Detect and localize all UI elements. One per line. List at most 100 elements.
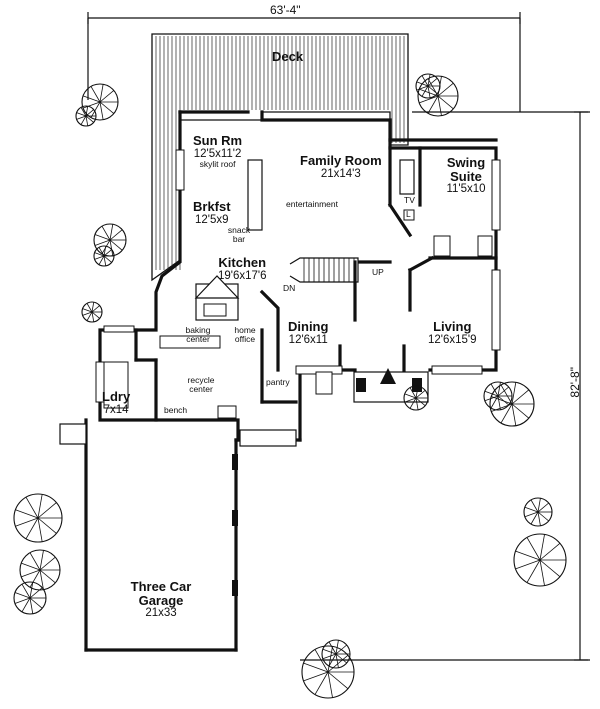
tree-branch [90, 86, 101, 103]
tree-branch [82, 95, 101, 103]
tree [301, 645, 355, 699]
tree-branch [491, 396, 513, 405]
tree-branch [530, 511, 539, 525]
tree-branch [328, 653, 337, 667]
garage-entry [59, 423, 297, 596]
front-porch [315, 368, 429, 403]
room-size: 7x14 [103, 403, 129, 416]
tree-branch [419, 95, 439, 104]
tree [13, 493, 63, 543]
tree-branch [15, 509, 39, 519]
tree-branch [328, 641, 337, 655]
tree-branch [490, 383, 499, 397]
stair-dn-note: DN [283, 283, 296, 293]
tree-branch [101, 225, 111, 241]
room-name: Sun Rm [193, 133, 243, 148]
tree-branch [327, 646, 333, 673]
tree-branch [103, 255, 112, 263]
tree-branch [537, 502, 549, 513]
room-size: 21x33 [145, 607, 177, 620]
tree-branch [437, 82, 454, 97]
interior-walls [134, 146, 498, 422]
tree-branch [537, 511, 549, 522]
tree-branch [530, 499, 539, 513]
tree-branch [15, 517, 39, 527]
room-size: 12'6x15'9 [428, 333, 477, 346]
tree-branch [303, 662, 329, 673]
tree-branch [537, 511, 541, 526]
windows [95, 149, 501, 403]
stair-up-note: UP [372, 267, 384, 277]
tree-branch [415, 389, 426, 399]
tree-branch [419, 88, 439, 97]
tree-branch [490, 395, 499, 409]
room-ldry: Ldry 7x14 [102, 390, 130, 416]
entertainment-note: entertainment [286, 199, 338, 209]
recycle-center-note: recycle center [187, 375, 215, 394]
tree-branch [21, 597, 31, 613]
tree-branch [37, 517, 57, 534]
tree-branch [437, 95, 454, 110]
tree-branch [322, 648, 337, 655]
tree-branch [90, 101, 101, 118]
tree-branch [82, 101, 101, 109]
room-swing-suite: Swing Suite 11'5x10 [444, 156, 488, 196]
tree-branch [86, 303, 93, 313]
tree-branch [322, 653, 337, 660]
tree-branch [103, 255, 107, 266]
room-brkfst: Brkfst 12'5x9 [193, 200, 231, 226]
home-office-note: home office [234, 325, 256, 344]
tree-branch [539, 542, 561, 561]
tree-branch [85, 109, 94, 117]
tree-branch [484, 390, 499, 397]
tree-branch [29, 597, 43, 609]
depth-dimension: 82'-8" [567, 367, 582, 398]
tree-branch [539, 559, 545, 586]
room-name: Three Car Garage [130, 579, 192, 608]
tree [483, 381, 513, 411]
tree-branch [409, 387, 417, 399]
tree-branch [99, 84, 104, 103]
tree-branch [76, 112, 87, 117]
tree-branch [109, 224, 114, 241]
room-name: Living [433, 319, 472, 334]
tree-branch [427, 77, 438, 87]
tree-branch [524, 511, 539, 518]
tree-branch [99, 101, 115, 114]
tree-branch [335, 640, 339, 655]
tree-branch [515, 559, 541, 570]
tree-branch [484, 395, 499, 402]
tree [513, 533, 567, 587]
tree [13, 581, 47, 615]
tree-branch [94, 252, 105, 257]
room-garage: Three Car Garage 21x33 [124, 579, 198, 620]
tree-branch [416, 81, 429, 87]
tree-branch [511, 403, 517, 426]
tree-branch [404, 397, 417, 403]
room-name: Kitchen [218, 255, 267, 270]
tree-branch [14, 592, 31, 599]
bench-note: bench [164, 405, 188, 415]
tree-branch [109, 239, 123, 251]
tree-branch [526, 559, 541, 583]
room-size: 12'5x11'2 [193, 147, 242, 160]
tree-branch [39, 550, 44, 571]
tree-branch [497, 382, 501, 397]
skylit-roof-note: skylit roof [199, 158, 236, 169]
exterior-walls [84, 110, 498, 652]
tree-branch [497, 386, 509, 397]
room-label-deck: Deck [272, 49, 304, 64]
tree [415, 73, 441, 99]
tree-branch [539, 559, 561, 578]
room-sun-rm: Sun Rm 12'5x11'2 skylit roof [193, 134, 242, 169]
tree-branch [94, 255, 105, 260]
tree-branch [21, 583, 31, 599]
tree-branch [427, 95, 439, 114]
tree-branch [500, 403, 513, 424]
tree-branch [82, 311, 93, 316]
room-name: Ldry [102, 389, 131, 404]
room-size: 12'6x11 [288, 333, 328, 346]
tree-branch [314, 671, 329, 695]
room-kitchen: Kitchen 19'6x17'6 [218, 256, 267, 282]
